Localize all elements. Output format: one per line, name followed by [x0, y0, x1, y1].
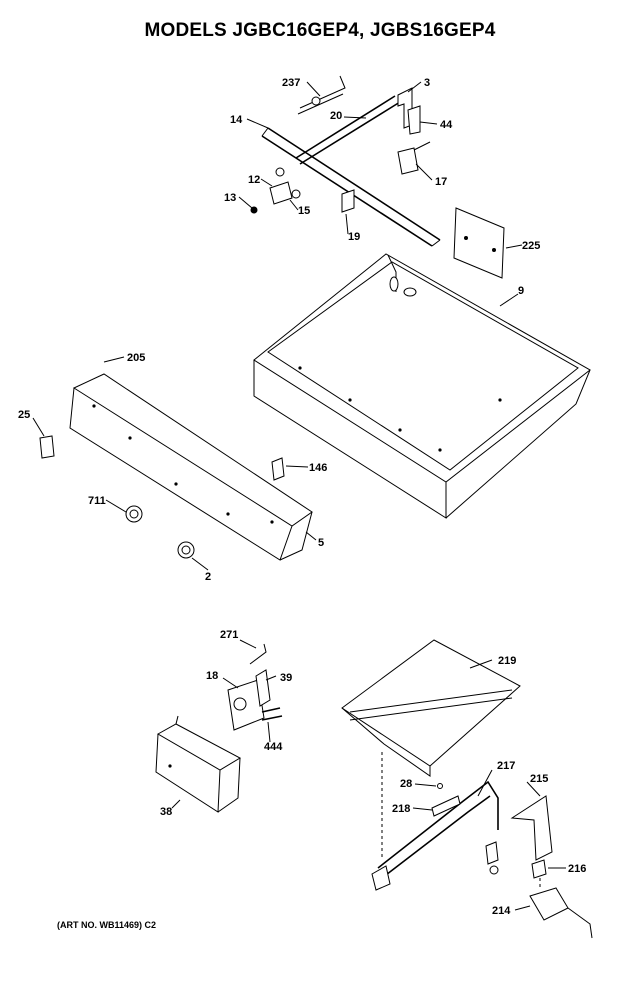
label-13: 13 [224, 192, 236, 204]
label-20: 20 [330, 110, 342, 122]
label-218: 218 [392, 803, 410, 815]
label-215: 215 [530, 773, 548, 785]
label-146: 146 [309, 462, 327, 474]
label-25: 25 [18, 409, 30, 421]
diagram-title: MODELS JGBC16GEP4, JGBS16GEP4 [144, 20, 496, 41]
label-219: 219 [498, 655, 516, 667]
regulator-shield [155, 715, 242, 813]
burner-box [253, 253, 591, 519]
label-711: 711 [88, 495, 106, 507]
label-5: 5 [318, 537, 324, 549]
label-216: 216 [568, 863, 586, 875]
label-225: 225 [522, 240, 540, 252]
label-15: 15 [298, 205, 310, 217]
label-217: 217 [497, 760, 515, 772]
broiler-heat-shield [341, 639, 521, 860]
manifold-panel [39, 373, 313, 561]
label-237: 237 [282, 77, 300, 89]
leader-lines [32, 81, 566, 911]
label-444: 444 [264, 741, 283, 753]
label-39: 39 [280, 672, 292, 684]
label-9: 9 [518, 285, 524, 297]
label-2: 2 [205, 571, 211, 583]
label-205: 205 [127, 352, 145, 364]
regulator-assembly [227, 643, 283, 731]
label-18: 18 [206, 670, 218, 682]
art-number: (ART NO. WB11469) C2 [57, 920, 157, 930]
label-214: 214 [492, 905, 511, 917]
burner-bracket-assembly [371, 780, 593, 939]
label-44: 44 [440, 119, 453, 131]
label-19: 19 [348, 231, 360, 243]
label-38: 38 [160, 806, 172, 818]
label-17: 17 [435, 176, 447, 188]
label-14: 14 [230, 114, 243, 126]
label-3: 3 [424, 77, 430, 89]
label-28: 28 [400, 778, 412, 790]
manifold-assembly [250, 75, 505, 279]
label-271: 271 [220, 629, 238, 641]
callout-labels: 237 3 14 20 44 12 17 13 15 19 225 9 205 … [18, 77, 586, 917]
label-12: 12 [248, 174, 260, 186]
